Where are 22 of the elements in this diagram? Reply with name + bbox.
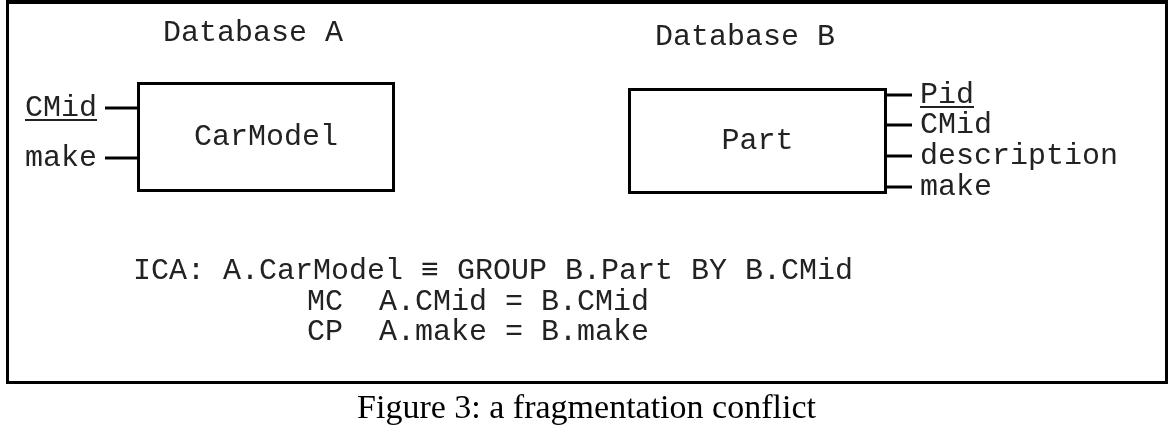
attribute-line: [105, 156, 137, 160]
attribute: description: [920, 141, 1119, 171]
attribute: make: [920, 172, 992, 202]
constraint-text: CP A.make = B.make: [307, 317, 650, 347]
figure-caption: Figure 3: a fragmentation conflict: [356, 388, 817, 426]
constraint-text: ICA: A.CarModel ≡ GROUP B.Part BY B.CMid: [133, 256, 854, 286]
attribute-line: [887, 123, 912, 127]
entity-box: [628, 88, 887, 194]
key-attribute: Pid: [920, 80, 974, 110]
attribute-line: [887, 185, 912, 189]
attribute-line: [105, 106, 137, 110]
attribute-line: [887, 154, 912, 158]
entity-box: [137, 82, 395, 192]
database-heading: Database B: [655, 22, 836, 52]
database-heading: Database A: [163, 18, 344, 48]
key-attribute: CMid: [25, 93, 97, 123]
entity-name: Part: [721, 124, 794, 158]
constraint-text: MC A.CMid = B.CMid: [307, 287, 650, 317]
attribute-line: [887, 93, 912, 97]
attribute: CMid: [920, 110, 992, 140]
attribute: make: [25, 143, 97, 173]
entity-name: CarModel: [194, 120, 338, 154]
